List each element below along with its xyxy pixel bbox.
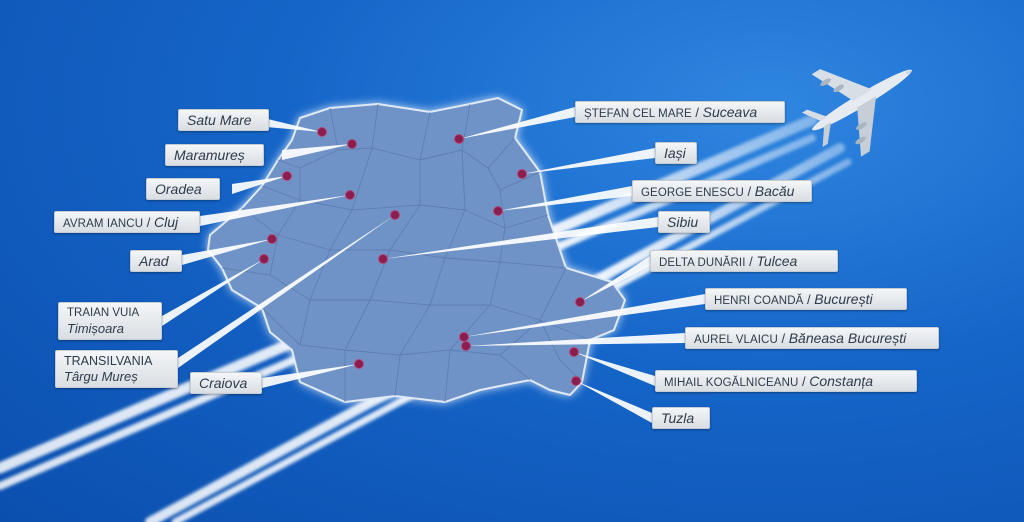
airport-dot-sibiu[interactable] (378, 254, 388, 264)
airport-dot-otopeni[interactable] (459, 332, 469, 342)
city-name: Târgu Mureș (64, 369, 138, 384)
airport-dot-baneasa[interactable] (461, 341, 471, 351)
label-bacau[interactable]: GEORGE ENESCU / Bacău (632, 180, 812, 202)
airport-name: AVRAM IANCU (63, 218, 144, 230)
label-constanta[interactable]: MIHAIL KOGĂLNICEANU / Constanța (655, 370, 917, 392)
airport-dot-craiova[interactable] (354, 359, 364, 369)
airport-name: ȘTEFAN CEL MARE (584, 108, 692, 120)
airport-name: DELTA DUNĂRII (659, 257, 746, 269)
airport-dot-iasi[interactable] (517, 169, 527, 179)
city-name: Suceava (702, 104, 758, 120)
city-name: Arad (139, 253, 169, 269)
airport-dot-cluj[interactable] (345, 190, 355, 200)
airplane-icon (801, 69, 912, 157)
airport-dot-maramures[interactable] (347, 139, 357, 149)
city-name: Tuzla (661, 410, 695, 426)
city-name: Sibiu (667, 214, 699, 230)
city-name: Maramureș (174, 147, 245, 163)
label-timisoara[interactable]: TRAIAN VUIA Timișoara (58, 302, 162, 340)
label-iasi[interactable]: Iași (655, 142, 697, 164)
city-name: Tulcea (756, 253, 798, 269)
airport-name: MIHAIL KOGĂLNICEANU (664, 377, 799, 389)
airport-name: HENRI COANDĂ (714, 295, 804, 307)
label-craiova[interactable]: Craiova (190, 372, 262, 394)
airport-dot-constanta[interactable] (569, 347, 579, 357)
airport-dot-bacau[interactable] (493, 206, 503, 216)
airport-name: GEORGE ENESCU (641, 187, 744, 199)
city-name: Craiova (199, 375, 248, 391)
label-suceava[interactable]: ȘTEFAN CEL MARE / Suceava (575, 101, 785, 123)
airport-dots (259, 127, 585, 386)
label-satu-mare[interactable]: Satu Mare (178, 109, 269, 131)
airport-dot-tuzla[interactable] (571, 376, 581, 386)
label-maramures[interactable]: Maramureș (165, 144, 264, 166)
label-tulcea[interactable]: DELTA DUNĂRII / Tulcea (650, 250, 838, 272)
city-name: Satu Mare (187, 112, 252, 128)
label-sibiu[interactable]: Sibiu (658, 211, 710, 233)
airport-dot-targu-mures[interactable] (390, 210, 400, 220)
airport-dot-timisoara[interactable] (259, 254, 269, 264)
city-name: Oradea (155, 181, 202, 197)
label-baneasa[interactable]: AUREL VLAICU / Băneasa București (685, 327, 939, 349)
airport-name: AUREL VLAICU (694, 334, 778, 346)
airport-name: TRAIAN VUIA (67, 307, 140, 319)
city-name: Băneasa București (788, 330, 907, 346)
label-otopeni[interactable]: HENRI COANDĂ / București (705, 288, 907, 310)
airport-name: TRANSILVANIA (64, 354, 153, 368)
label-oradea[interactable]: Oradea (146, 178, 220, 200)
label-tuzla[interactable]: Tuzla (652, 407, 710, 429)
airport-dot-satu-mare[interactable] (317, 127, 327, 137)
label-cluj[interactable]: AVRAM IANCU / Cluj (54, 211, 200, 233)
label-arad[interactable]: Arad (130, 250, 182, 272)
city-name: Timișoara (67, 321, 124, 336)
city-name: Iași (664, 145, 686, 161)
airport-dot-suceava[interactable] (454, 134, 464, 144)
city-name: Bacău (754, 183, 795, 199)
county-borders (221, 103, 591, 403)
airport-dot-oradea[interactable] (282, 171, 292, 181)
airport-dot-tulcea[interactable] (575, 297, 585, 307)
label-targu-mures[interactable]: TRANSILVANIA Târgu Mureș (55, 350, 178, 388)
city-name: Constanța (809, 373, 874, 389)
city-name: București (814, 291, 873, 307)
pointer-lines (162, 107, 705, 423)
city-name: Cluj (153, 214, 179, 230)
airport-dot-arad[interactable] (267, 234, 277, 244)
